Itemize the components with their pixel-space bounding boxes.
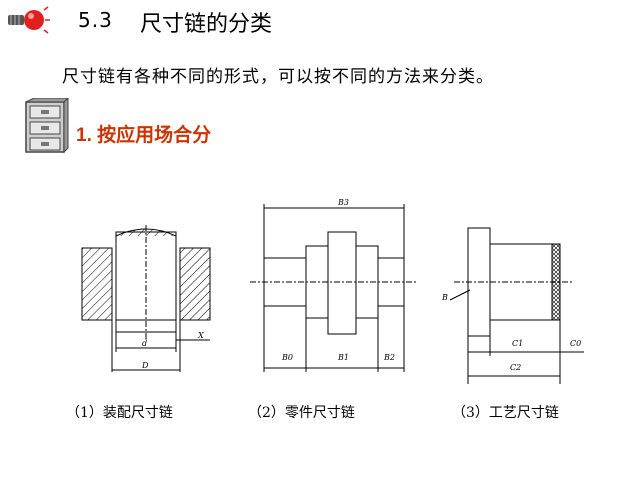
- label-C2: C2: [510, 363, 521, 372]
- label-X: X: [197, 331, 204, 340]
- section-heading: 1. 按应用场合分: [76, 125, 212, 146]
- caption-part: （2）零件尺寸链: [248, 405, 355, 421]
- label-B1: B1: [337, 353, 349, 362]
- file-cabinet-icon: [25, 98, 69, 154]
- label-C0: C0: [570, 339, 581, 348]
- label-B: B: [441, 293, 448, 302]
- lightbulb-icon: [8, 6, 50, 34]
- caption-assembly: （1）装配尺寸链: [66, 405, 173, 421]
- intro-text: 尺寸链有各种不同的形式，可以按不同的方法来分类。: [62, 67, 494, 87]
- part-chain-figure: B3 B0 B1 B2: [250, 198, 418, 372]
- label-C1: C1: [512, 339, 523, 348]
- process-chain-figure: B C1 C0 C2: [441, 227, 584, 384]
- label-B2: B2: [383, 353, 395, 362]
- page-title: 尺寸链的分类: [140, 12, 273, 37]
- label-B0: B0: [281, 353, 293, 362]
- label-D: D: [141, 361, 149, 370]
- label-d: d: [142, 339, 147, 348]
- caption-process: （3）工艺尺寸链: [452, 405, 559, 421]
- label-B3: B3: [337, 198, 349, 207]
- section-number: 5.3: [78, 8, 113, 32]
- figures-area: d D X B3 B0 B1 B2 B C1 C0: [81, 198, 584, 384]
- assembly-chain-figure: d D X: [81, 225, 211, 372]
